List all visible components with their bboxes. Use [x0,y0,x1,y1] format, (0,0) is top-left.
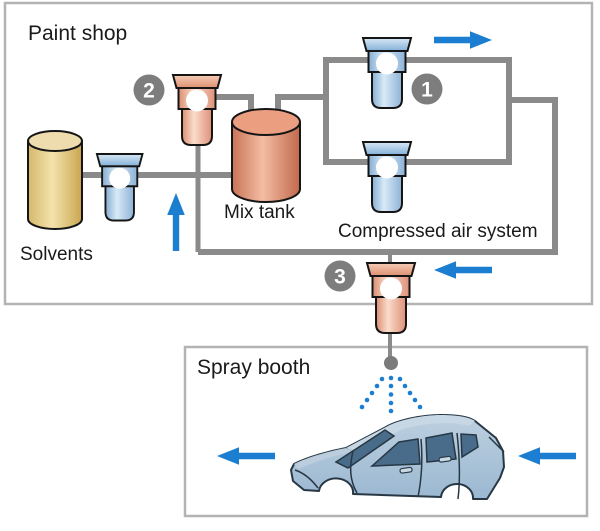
car-door-handle-front [399,466,413,474]
car-panel-seams [294,432,505,500]
paint-shop-title: Paint shop [28,22,127,45]
car-quarter-window-opening [460,433,479,459]
mix-tank-label: Mix tank [224,202,295,223]
filter-cap [95,153,144,168]
filter-window [376,156,398,179]
pipe-tank-to-loop [275,94,329,114]
air-filter-lower-icon [361,141,413,213]
filter-bowl [371,175,403,213]
filter-bowl [375,296,407,334]
filter-window [109,167,131,189]
pipe-air-return [198,97,558,255]
badge-circle [411,73,443,105]
filter-bowl [371,71,403,109]
station-badge-2: 2 [133,74,165,106]
badge-number: 3 [334,266,346,289]
filter-cap [361,141,413,156]
badge-circle [324,260,356,292]
badge-number: 2 [143,80,155,103]
solvent-filter-icon [95,153,144,222]
car-body-shell [290,414,505,500]
solvents-label: Solvents [20,244,93,265]
spray-mist-dots [359,375,423,414]
compressed-air-label: Compressed air system [338,221,538,242]
filter-cap [365,262,417,277]
filter-cap [361,37,413,52]
spray-booth-title: Spray booth [197,356,310,379]
solvents-tank-top [27,130,83,152]
filter-cap [171,74,223,89]
car-windshield-opening [334,429,396,469]
filter-window [186,89,208,112]
car-front-window-opening [369,438,421,467]
mix-tank-top [231,108,301,136]
car-hood-highlight [294,448,352,469]
pipe-air-loop [323,57,512,165]
mix-tank-body [231,122,301,203]
badge-circle [133,74,165,106]
spray-filter-3-icon [365,262,417,334]
filter-window [380,277,402,300]
air-filter-1-icon [361,37,413,109]
solvents-tank [27,130,83,230]
station-badge-1: 1 [411,73,443,105]
station-badge-3: 3 [324,260,356,292]
car-door-handle-rear [438,455,452,463]
badge-number: 1 [421,79,433,102]
mix-tank [231,108,301,203]
paint-filter-2-icon [171,74,223,146]
spray-nozzle-icon [384,356,398,370]
filter-bowl [104,185,135,222]
filter-bowl [181,108,213,146]
filter-window [376,52,398,75]
solvents-tank-body [27,141,83,230]
